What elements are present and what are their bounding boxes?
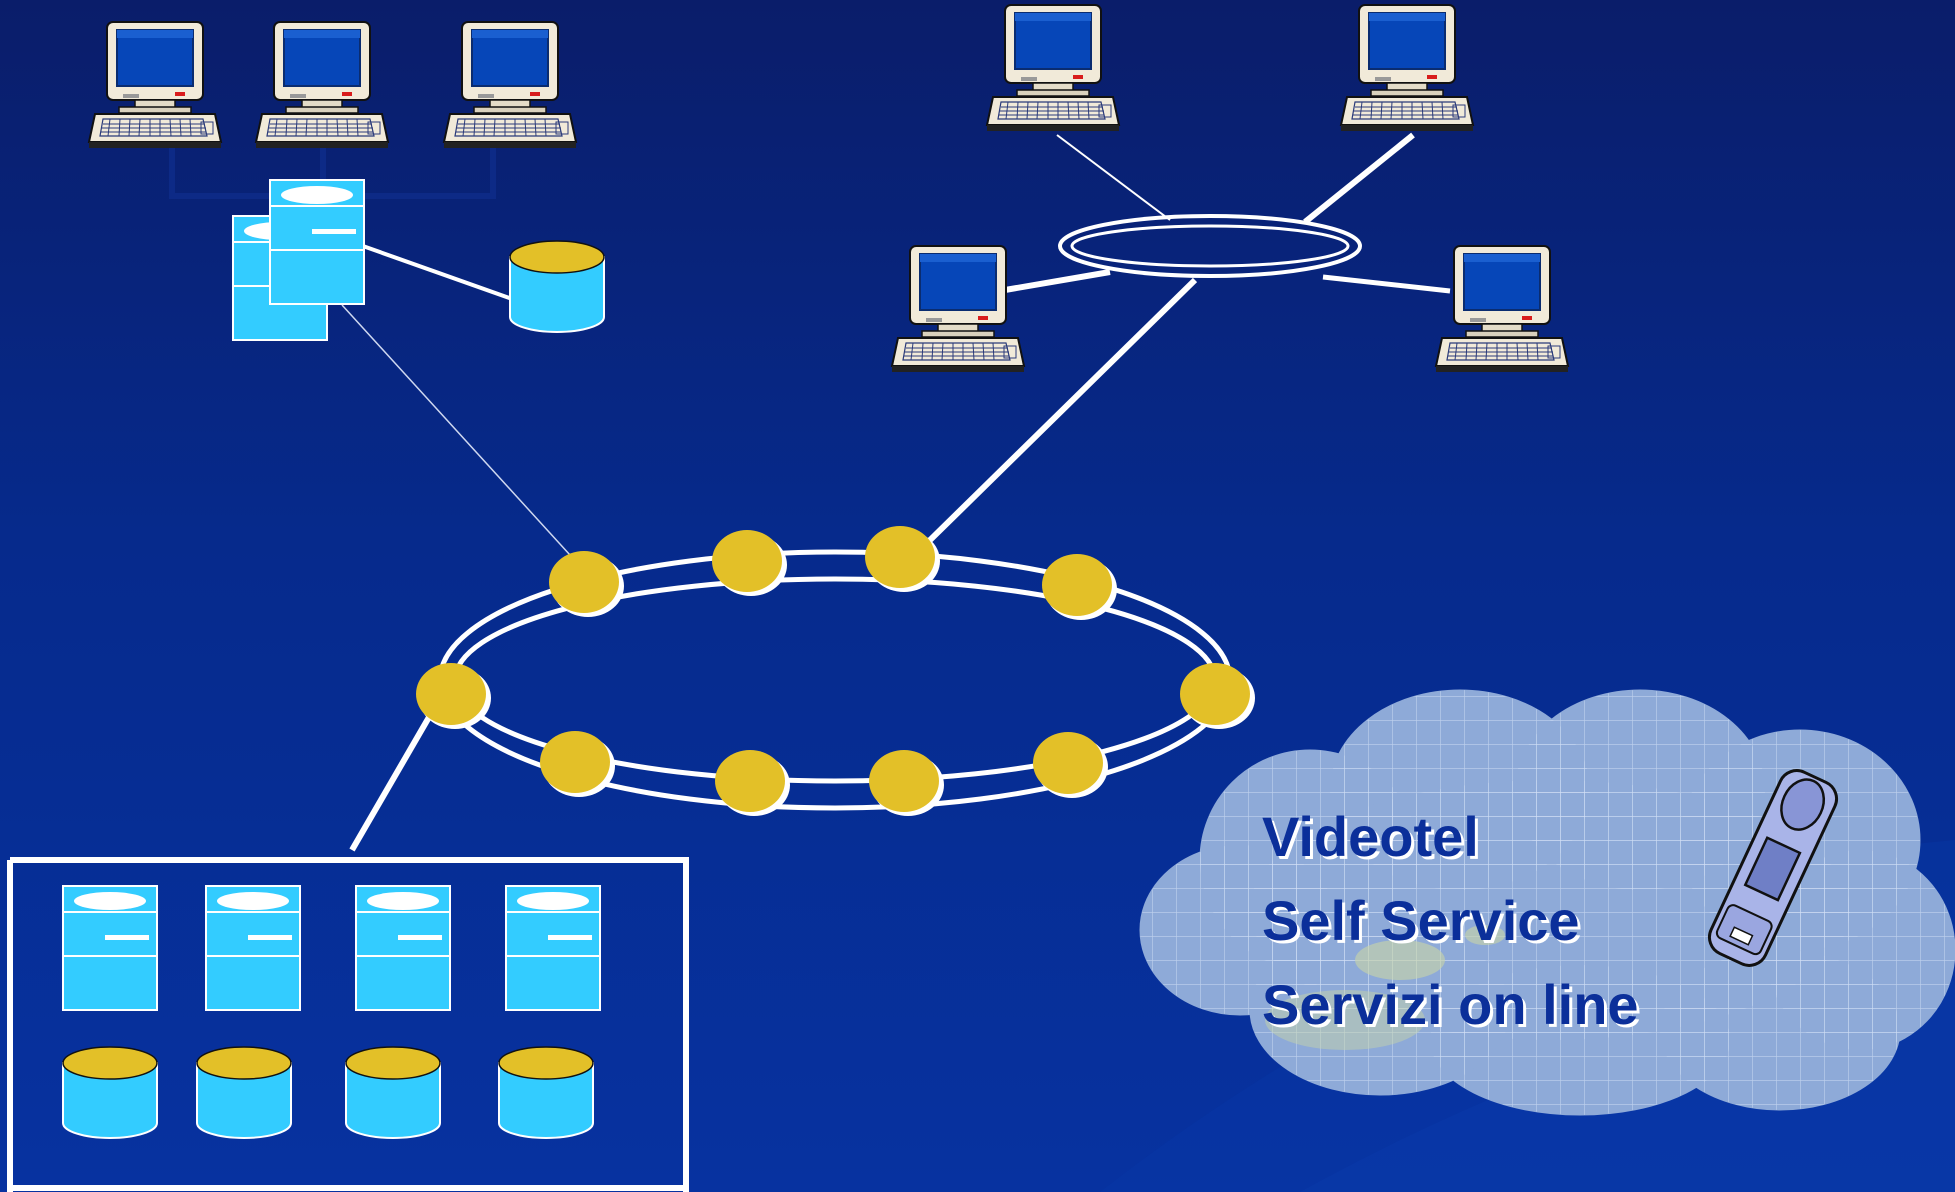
cloud-label-line3: Servizi on line <box>1262 973 1639 1036</box>
link-line <box>1004 269 1111 293</box>
link-line <box>1322 274 1451 294</box>
link-line <box>1303 132 1415 225</box>
database-icon <box>62 1046 158 1139</box>
link-line <box>922 277 1198 548</box>
server-icon <box>205 885 301 1011</box>
desktop-computer-icon <box>1435 245 1569 373</box>
ring-network-icon <box>1058 214 1362 278</box>
data-center-box <box>7 857 689 1192</box>
database-icon <box>345 1046 441 1139</box>
link-line <box>1056 134 1171 221</box>
mobile-phone-icon <box>1707 769 1839 967</box>
link-line <box>341 304 571 556</box>
server-icon <box>355 885 451 1011</box>
cloud-label-line1: Videotel <box>1262 805 1479 868</box>
desktop-computer-icon <box>1340 4 1474 132</box>
database-icon <box>509 240 605 333</box>
desktop-computer-icon <box>255 21 389 149</box>
cloud-label-line2: Self Service <box>1262 889 1580 952</box>
server-icon <box>505 885 601 1011</box>
link-line <box>359 243 516 302</box>
link-line <box>349 710 435 852</box>
server-icon <box>269 179 365 305</box>
database-icon <box>196 1046 292 1139</box>
cloud-label: Videotel Self Service Servizi on line <box>1262 795 1639 1047</box>
desktop-computer-icon <box>891 245 1025 373</box>
desktop-computer-icon <box>443 21 577 149</box>
database-icon <box>498 1046 594 1139</box>
desktop-computer-icon <box>88 21 222 149</box>
desktop-computer-icon <box>986 4 1120 132</box>
server-icon <box>62 885 158 1011</box>
